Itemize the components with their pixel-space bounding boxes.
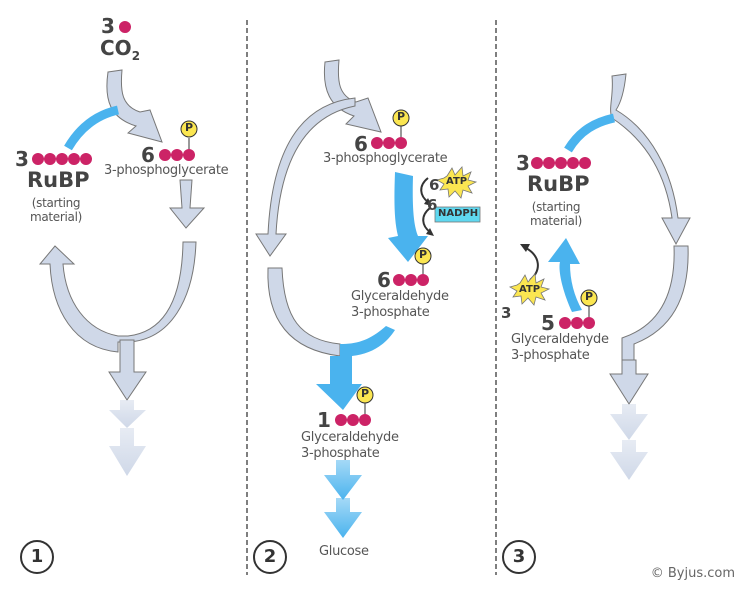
g3p-output-count: 1 [317, 408, 331, 432]
atp-burst-icon [508, 273, 551, 306]
atp-consume-arrow [420, 177, 429, 203]
rubp-note: (starting material) [29, 196, 83, 224]
step-3-badge: 3 [502, 540, 536, 574]
panel-2-arrows [255, 59, 434, 538]
g3p-label-line1: Glyceraldehyde [511, 332, 609, 347]
co2-carbon [119, 21, 131, 33]
lower-arc [621, 245, 689, 361]
rubp-molecule [531, 157, 591, 169]
fade-arrow-2 [610, 440, 648, 480]
step-1-badge: 1 [20, 540, 54, 574]
co2-entry-arrow [106, 69, 163, 143]
phosphate-label: P [185, 121, 193, 134]
atp-label: ATP [446, 176, 468, 187]
phosphate-label: P [361, 387, 369, 400]
pga-label: 3-phosphoglycerate [104, 163, 229, 178]
rubp-fixation-link [64, 105, 120, 151]
regeneration-arc [255, 97, 356, 257]
nadph-count: 6 [427, 196, 438, 214]
phosphate-label: P [419, 248, 427, 261]
g3p-label-line2: 3-phosphate [351, 305, 430, 320]
g3p-output-label-line1: Glyceraldehyde [301, 430, 399, 445]
panel-2-molecules [335, 109, 481, 426]
atp-burst-icon [435, 166, 478, 199]
atp-count: 6 [429, 176, 440, 194]
g3p-count: 6 [377, 268, 391, 292]
step-2-badge: 2 [253, 540, 287, 574]
pga-down-arrow [168, 179, 206, 229]
rubp-count: 3 [516, 151, 530, 175]
co2-text: CO [100, 36, 132, 60]
panel-1-molecules [32, 21, 198, 165]
rubp-label: RuBP [527, 172, 590, 196]
g3p-output-molecule [335, 386, 374, 426]
co2-label: CO2 [100, 36, 140, 63]
entry-stem [610, 73, 691, 246]
reduction-arrow [388, 172, 428, 262]
fade-arrow-1 [610, 404, 648, 440]
fade-arrow-1 [109, 400, 146, 428]
phosphate [414, 247, 432, 265]
entry-arrow [323, 59, 382, 133]
lower-arc [267, 267, 341, 357]
phosphate-label: P [585, 290, 593, 303]
phosphate-label: P [397, 110, 405, 123]
phosphate [356, 386, 374, 404]
pga-label: 3-phosphoglycerate [323, 151, 448, 166]
rubp-note: (starting material) [529, 200, 583, 228]
pga-count: 6 [141, 143, 155, 167]
rubp-label: RuBP [27, 168, 90, 192]
g3p-label-line2: 3-phosphate [511, 348, 590, 363]
regeneration-arrow [548, 238, 582, 312]
fade-arrow-2 [109, 428, 146, 476]
copyright-notice: © Byjus.com [650, 566, 735, 581]
nadph-label: NADPH [438, 208, 479, 219]
cycle-u-arrow [38, 241, 197, 353]
panel-1-arrows [38, 69, 206, 476]
pga-count: 6 [354, 132, 368, 156]
g3p-count: 5 [541, 311, 555, 335]
phosphate [580, 289, 598, 307]
panel-3-molecules [508, 157, 598, 329]
atp-count: 3 [501, 304, 512, 322]
glucose-fade-arrow-2 [324, 498, 362, 538]
glucose-label: Glucose [319, 544, 369, 559]
glucose-fade-arrow-1 [324, 460, 362, 500]
co2-count: 3 [101, 14, 115, 38]
phosphate [392, 109, 410, 127]
rubp-molecule [32, 153, 92, 165]
phosphate [180, 120, 198, 138]
nadph-consume-arrow [422, 207, 431, 233]
output-arrow [108, 339, 147, 401]
panel-3-arrows [520, 73, 691, 480]
blue-link [564, 113, 616, 153]
co2-subscript: 2 [131, 49, 141, 63]
pga-molecule [371, 109, 410, 149]
rubp-count: 3 [15, 147, 29, 171]
g3p-molecule [559, 289, 598, 329]
atp-label: ATP [519, 284, 541, 295]
g3p-molecule [393, 247, 432, 286]
pga-molecule [159, 120, 198, 161]
output-arrow [609, 359, 649, 405]
nadph-box [434, 206, 481, 223]
g3p-output-arrow [316, 326, 395, 410]
atp-consume-arrow [525, 247, 539, 281]
g3p-label-line1: Glyceraldehyde [351, 289, 449, 304]
g3p-output-label-line2: 3-phosphate [301, 446, 380, 461]
